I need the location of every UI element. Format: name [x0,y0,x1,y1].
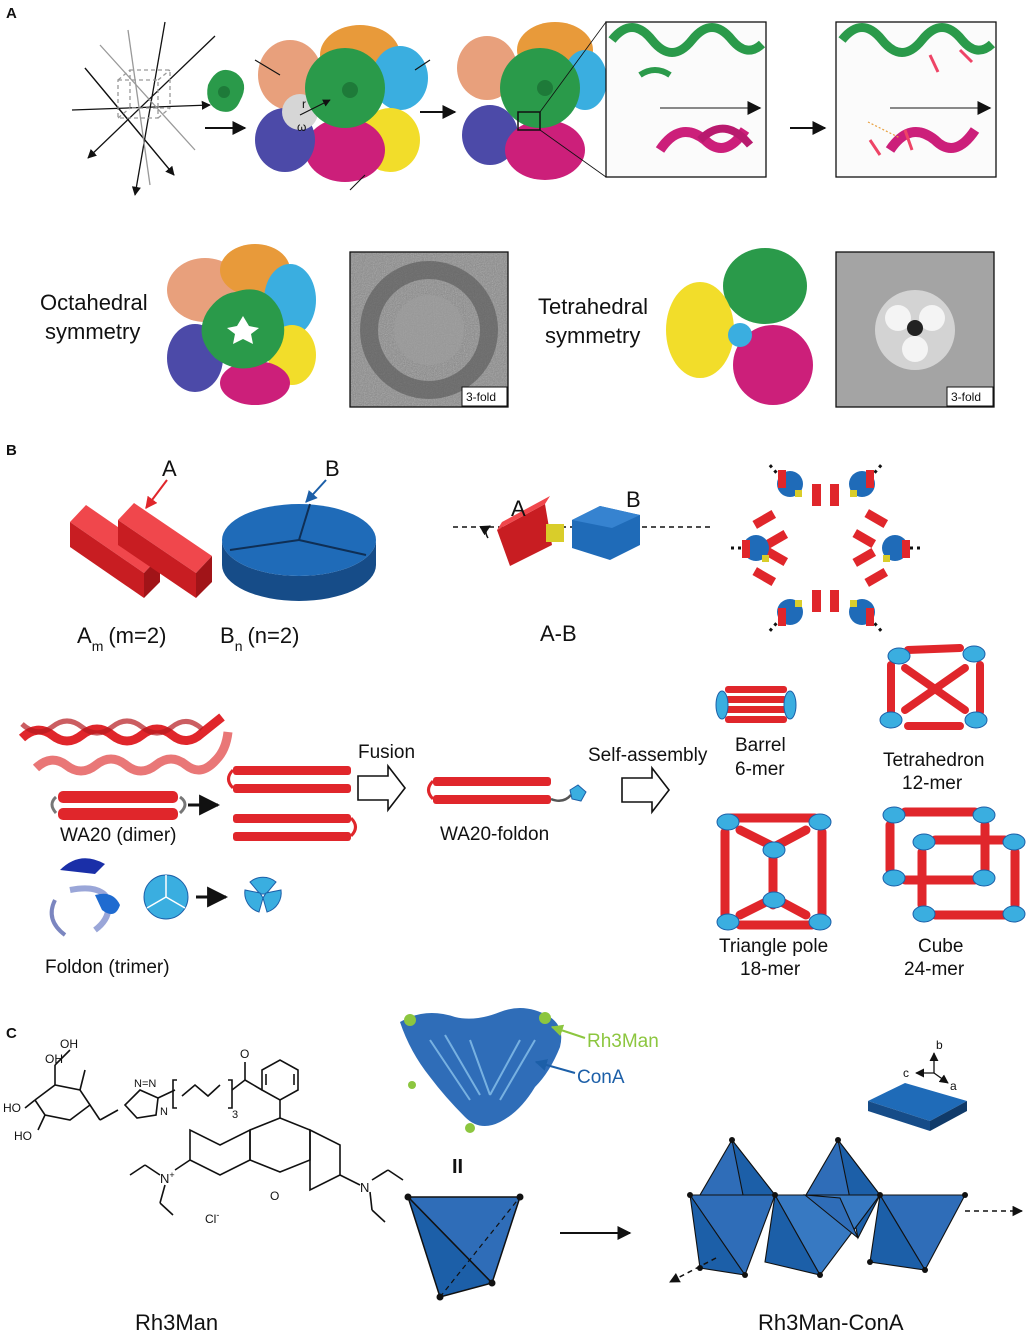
svg-text:N: N [160,1106,168,1118]
foldon-split-trimer [244,876,282,913]
em-image-tetrahedral: 3-fold [835,251,995,408]
rh3man-pointer-label: Rh3Man [587,1031,659,1052]
em-badge-octahedral: 3-fold [466,390,496,404]
rh3man-atom-labels: OH OH HO HO N=N N O 3 O N+ N Cl- [3,1037,369,1226]
equals-sign: II [452,1156,463,1178]
panel-c: C [3,1008,1024,1335]
triangle-pole-name: Triangle pole [719,936,828,957]
label-B-disc: B [325,456,340,481]
wa20-ribbon-structure [18,713,233,776]
tetrahedron-mer: 12-mer [902,773,963,794]
interface-zoom-2 [835,21,997,178]
assembled-with-zoom-box [457,21,607,180]
triangle-pole-mer: 18-mer [740,959,801,980]
octahedral-docking: r ω [254,25,431,191]
tetrahedral-label-2: symmetry [545,323,640,348]
wa20-foldon-construct [427,777,587,804]
wa20-foldon-label: WA20-foldon [440,824,549,845]
barrel-name: Barrel [735,735,786,756]
cona-pointer-label: ConA [577,1067,625,1088]
moment-r-label: r [302,97,306,111]
arrow-to-B [305,479,327,503]
axis-b-label: b [936,1038,943,1052]
svg-text:OH: OH [60,1037,78,1051]
cube-name: Cube [918,936,963,957]
axis-c-label: c [903,1066,909,1080]
foldon-label: Foldon (trimer) [45,957,170,978]
green-monomer [207,69,245,112]
svg-text:3: 3 [232,1109,238,1121]
symmetry-axes-sketch [71,21,216,196]
foldon-ribbon-structure [49,858,120,937]
tetrahedron-name: Tetrahedron [883,750,984,771]
octahedral-label-2: symmetry [45,319,140,344]
tetrahedron-12mer [879,644,988,730]
ab-fusion-schematic [453,496,710,566]
label-A-bar: A [162,456,177,481]
cube-24mer [882,806,1026,923]
svg-text:OH: OH [45,1052,63,1066]
rh3man-cona-name: Rh3Man-ConA [758,1310,904,1335]
em-badge-tetrahedral: 3-fold [951,390,981,404]
svg-text:O: O [240,1047,249,1061]
fusion-label: Fusion [358,742,415,763]
svg-text:N: N [360,1180,369,1195]
panel-a-letter: A [6,5,17,22]
label-B-fusion: B [626,487,641,512]
cona-protein-structure [400,1008,562,1133]
fusion-arrow [357,763,407,813]
svg-text:HO: HO [14,1129,32,1143]
axis-a-label: a [950,1079,957,1093]
moment-omega-label: ω [297,120,306,134]
am-label: Am(m=2) [77,623,166,654]
arrow-to-A [145,479,168,509]
chloride-label: Cl- [205,1210,219,1226]
em-image-octahedral: 3-fold [349,251,509,408]
bn-trimer-disc [222,503,376,601]
self-assembly-arrow [621,765,671,815]
rh3man-pointer [550,1024,586,1039]
panel-b-letter: B [6,442,17,459]
svg-text:O: O [270,1189,279,1203]
cube-mer: 24-mer [904,959,965,980]
rh3man-name: Rh3Man [135,1310,218,1335]
wa20-label: WA20 (dimer) [60,825,176,846]
label-A-fusion: A [511,496,526,521]
crystal-plate [868,1083,967,1131]
interface-zoom-1 [605,21,767,178]
barrel-mer: 6-mer [735,759,785,780]
bn-label: Bn(n=2) [220,623,299,654]
tetrahedral-model [666,248,813,405]
self-assembly-label: Self-assembly [588,745,708,766]
ab-label: A-B [540,621,577,646]
cona-tetrahedron [404,1193,524,1301]
octahedral-label-1: Octahedral [40,290,148,315]
octahedral-model [167,244,316,405]
rh3man-chemical-structure [24,1049,404,1223]
am-dimer-bars [70,503,212,598]
foldon-trimer-circle [143,874,189,920]
hexagonal-ring-assembly [730,462,921,634]
n-plus-label: N+ [160,1170,175,1186]
tetrahedral-label-1: Tetrahedral [538,294,648,319]
panel-a: A [6,5,997,408]
wa20-cylinder-dimer [50,791,187,820]
svg-text:HO: HO [3,1101,21,1115]
panel-c-letter: C [6,1025,17,1042]
wa20-unfolded [227,766,357,841]
svg-text:N=N: N=N [134,1078,156,1090]
crystal-axes [915,1052,949,1084]
cona-pointer [534,1059,576,1074]
rh3man-cona-lattice [687,1137,968,1278]
panel-b: B A B Am(m=2) Bn(n=2) [6,442,1026,980]
barrel-6mer [715,686,797,723]
triangle-pole-18mer [716,813,832,931]
